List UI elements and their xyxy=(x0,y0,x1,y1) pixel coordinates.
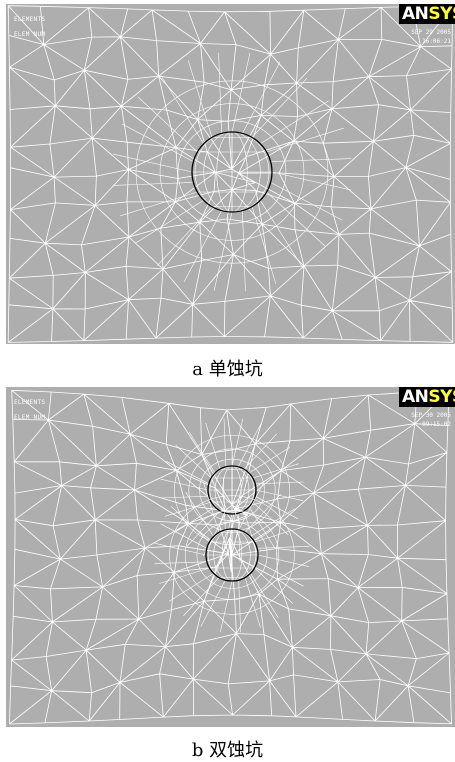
time-text: 16:06:21 xyxy=(422,38,451,45)
logo-an-text: AN xyxy=(402,387,429,407)
logo-an-text: AN xyxy=(402,4,429,24)
corrosion-pit-1 xyxy=(191,131,273,213)
refinement-lines xyxy=(112,52,352,292)
elements-label: ELEMENTS xyxy=(14,399,46,406)
corrosion-pit-1 xyxy=(207,465,257,515)
elements-label: ELEMENTS xyxy=(14,16,46,23)
mesh-lines xyxy=(9,389,452,725)
logo-sys-text: SYS xyxy=(428,4,455,24)
refinement-lines xyxy=(154,477,310,633)
corrosion-pit-2 xyxy=(205,528,259,582)
date-text: SEP 29 2005 xyxy=(411,29,451,36)
time-text: 09:15:02 xyxy=(422,421,451,428)
date-text: SEP 30 2005 xyxy=(411,412,451,419)
mesh-plot-double-pit xyxy=(9,389,452,725)
mesh-plot-single-pit xyxy=(7,5,454,343)
caption-single-pit: a 单蚀坑 xyxy=(192,359,263,380)
timestamp: SEP 29 2005 16:06:21 xyxy=(411,28,451,46)
caption-double-pit: b 双蚀坑 xyxy=(191,740,264,761)
elem-num-label: ELEM NUM xyxy=(14,31,46,38)
timestamp: SEP 30 2005 09:15:02 xyxy=(411,411,451,429)
logo-sys-text: SYS xyxy=(428,387,455,407)
mesh-lines xyxy=(7,5,454,343)
elem-num-label: ELEM NUM xyxy=(14,414,46,421)
